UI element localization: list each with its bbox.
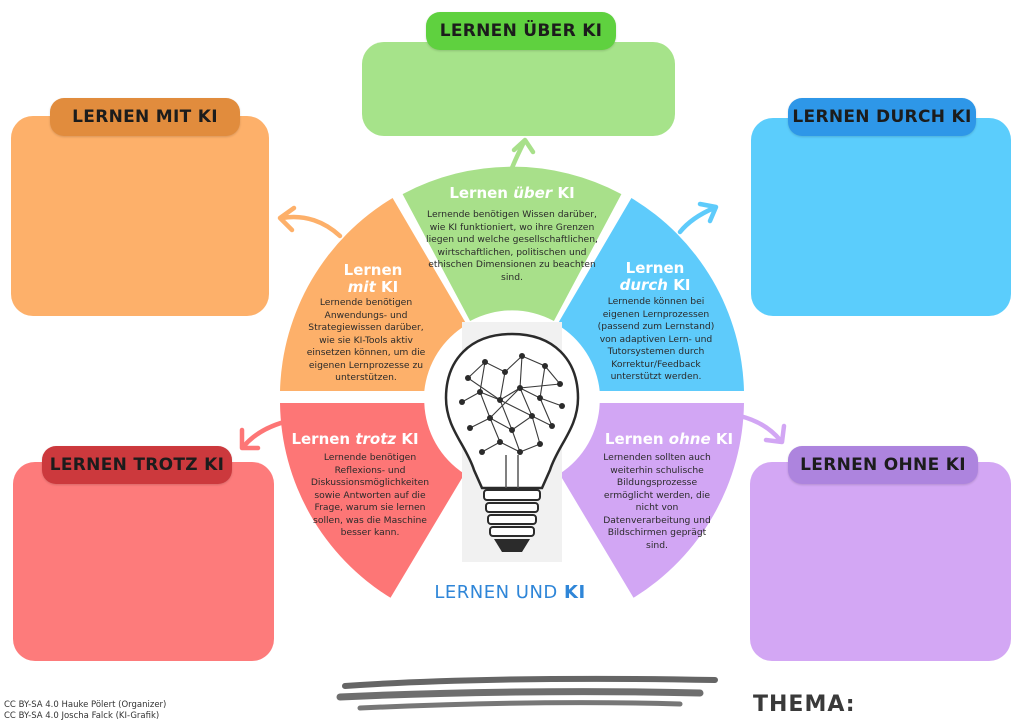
segment-durch-title-suffix: KI (667, 276, 691, 294)
segment-ueber-title: Lernen über KI (412, 185, 612, 202)
pill-lernen-ohne: LERNEN OHNE KI (788, 446, 978, 484)
segment-ohne-title-suffix: KI (710, 430, 734, 448)
pill-lernen-mit: LERNEN MIT KI (50, 98, 240, 136)
segment-mit-title: Lernen mit KI (318, 262, 428, 296)
segment-ueber-text: Lernende benötigen Wissen darüber, wie K… (426, 209, 598, 283)
pill-lernen-durch-label: LERNEN DURCH KI (792, 107, 972, 127)
segment-trotz-title-em: trotz (355, 430, 397, 448)
segment-mit-shape (280, 198, 467, 391)
brush-stroke-decoration (336, 675, 718, 711)
box-lernen-durch (751, 118, 1011, 316)
box-lernen-ohne (750, 462, 1011, 661)
credit-organizer: CC BY-SA 4.0 Hauke Pölert (Organizer) (4, 700, 167, 710)
segment-trotz-title-suffix: KI (396, 430, 419, 448)
arrow-mit-icon (277, 205, 343, 239)
pill-lernen-trotz-label: LERNEN TROTZ KI (49, 455, 225, 475)
segment-mit-text: Lernende benötigen Anwendungs- und Strat… (306, 297, 426, 383)
arrow-durch-icon (677, 201, 719, 235)
segment-mit-title-em: mit (347, 278, 376, 296)
segment-mit-title-suffix: KI (375, 278, 399, 296)
segment-ohne-shape (559, 403, 744, 598)
pill-lernen-ueber-label: LERNEN ÜBER KI (439, 21, 603, 41)
segment-ohne-title: Lernen ohne KI (602, 431, 736, 448)
segment-durch-title-em: durch (619, 276, 668, 294)
segment-ueber-title-prefix: Lernen (449, 184, 514, 202)
lightbulb-network-icon (444, 322, 580, 562)
segment-ueber-title-suffix: KI (552, 184, 575, 202)
segment-durch-text: Lernende können bei eigenen Lernprozesse… (597, 296, 715, 382)
segment-ohne-title-em: ohne (668, 430, 711, 448)
segment-ueber-shape (402, 166, 622, 321)
pill-lernen-ueber: LERNEN ÜBER KI (426, 12, 616, 50)
thema-label: THEMA: (753, 692, 856, 717)
box-lernen-mit (11, 116, 269, 316)
pill-lernen-mit-label: LERNEN MIT KI (72, 107, 218, 127)
pill-lernen-ohne-label: LERNEN OHNE KI (800, 455, 966, 475)
segment-ohne-title-prefix: Lernen (604, 430, 669, 448)
center-label-bold: KI (564, 582, 586, 603)
segment-trotz-title: Lernen trotz KI (288, 431, 422, 448)
center-label-prefix: LERNEN UND (434, 582, 564, 603)
segment-trotz-title-prefix: Lernen (291, 430, 356, 448)
arrow-ohne-icon (737, 413, 787, 445)
pill-lernen-trotz: LERNEN TROTZ KI (42, 446, 232, 484)
arrow-trotz-icon (239, 417, 295, 451)
segment-durch-shape (557, 198, 744, 391)
arrow-ueber-icon (509, 137, 536, 171)
segment-trotz-shape (280, 403, 465, 598)
segment-durch-title: Lernen durch KI (600, 260, 710, 294)
pill-lernen-durch: LERNEN DURCH KI (788, 98, 976, 136)
segment-durch-title-prefix: Lernen (625, 259, 685, 277)
credit-graphic: CC BY-SA 4.0 Joscha Falck (KI-Grafik) (4, 710, 160, 721)
segment-ueber-title-em: über (513, 184, 553, 202)
segment-trotz-text: Lernende benötigen Reflexions- und Disku… (310, 452, 430, 538)
box-lernen-trotz (13, 462, 274, 661)
center-label: LERNEN UND KI (400, 582, 620, 603)
box-lernen-ueber (362, 42, 675, 136)
segment-mit-title-prefix: Lernen (343, 261, 403, 279)
credits: CC BY-SA 4.0 Hauke Pölert (Organizer) CC… (4, 700, 166, 721)
segment-ohne-text: Lernenden sollten auch weiterhin schulis… (603, 452, 711, 551)
